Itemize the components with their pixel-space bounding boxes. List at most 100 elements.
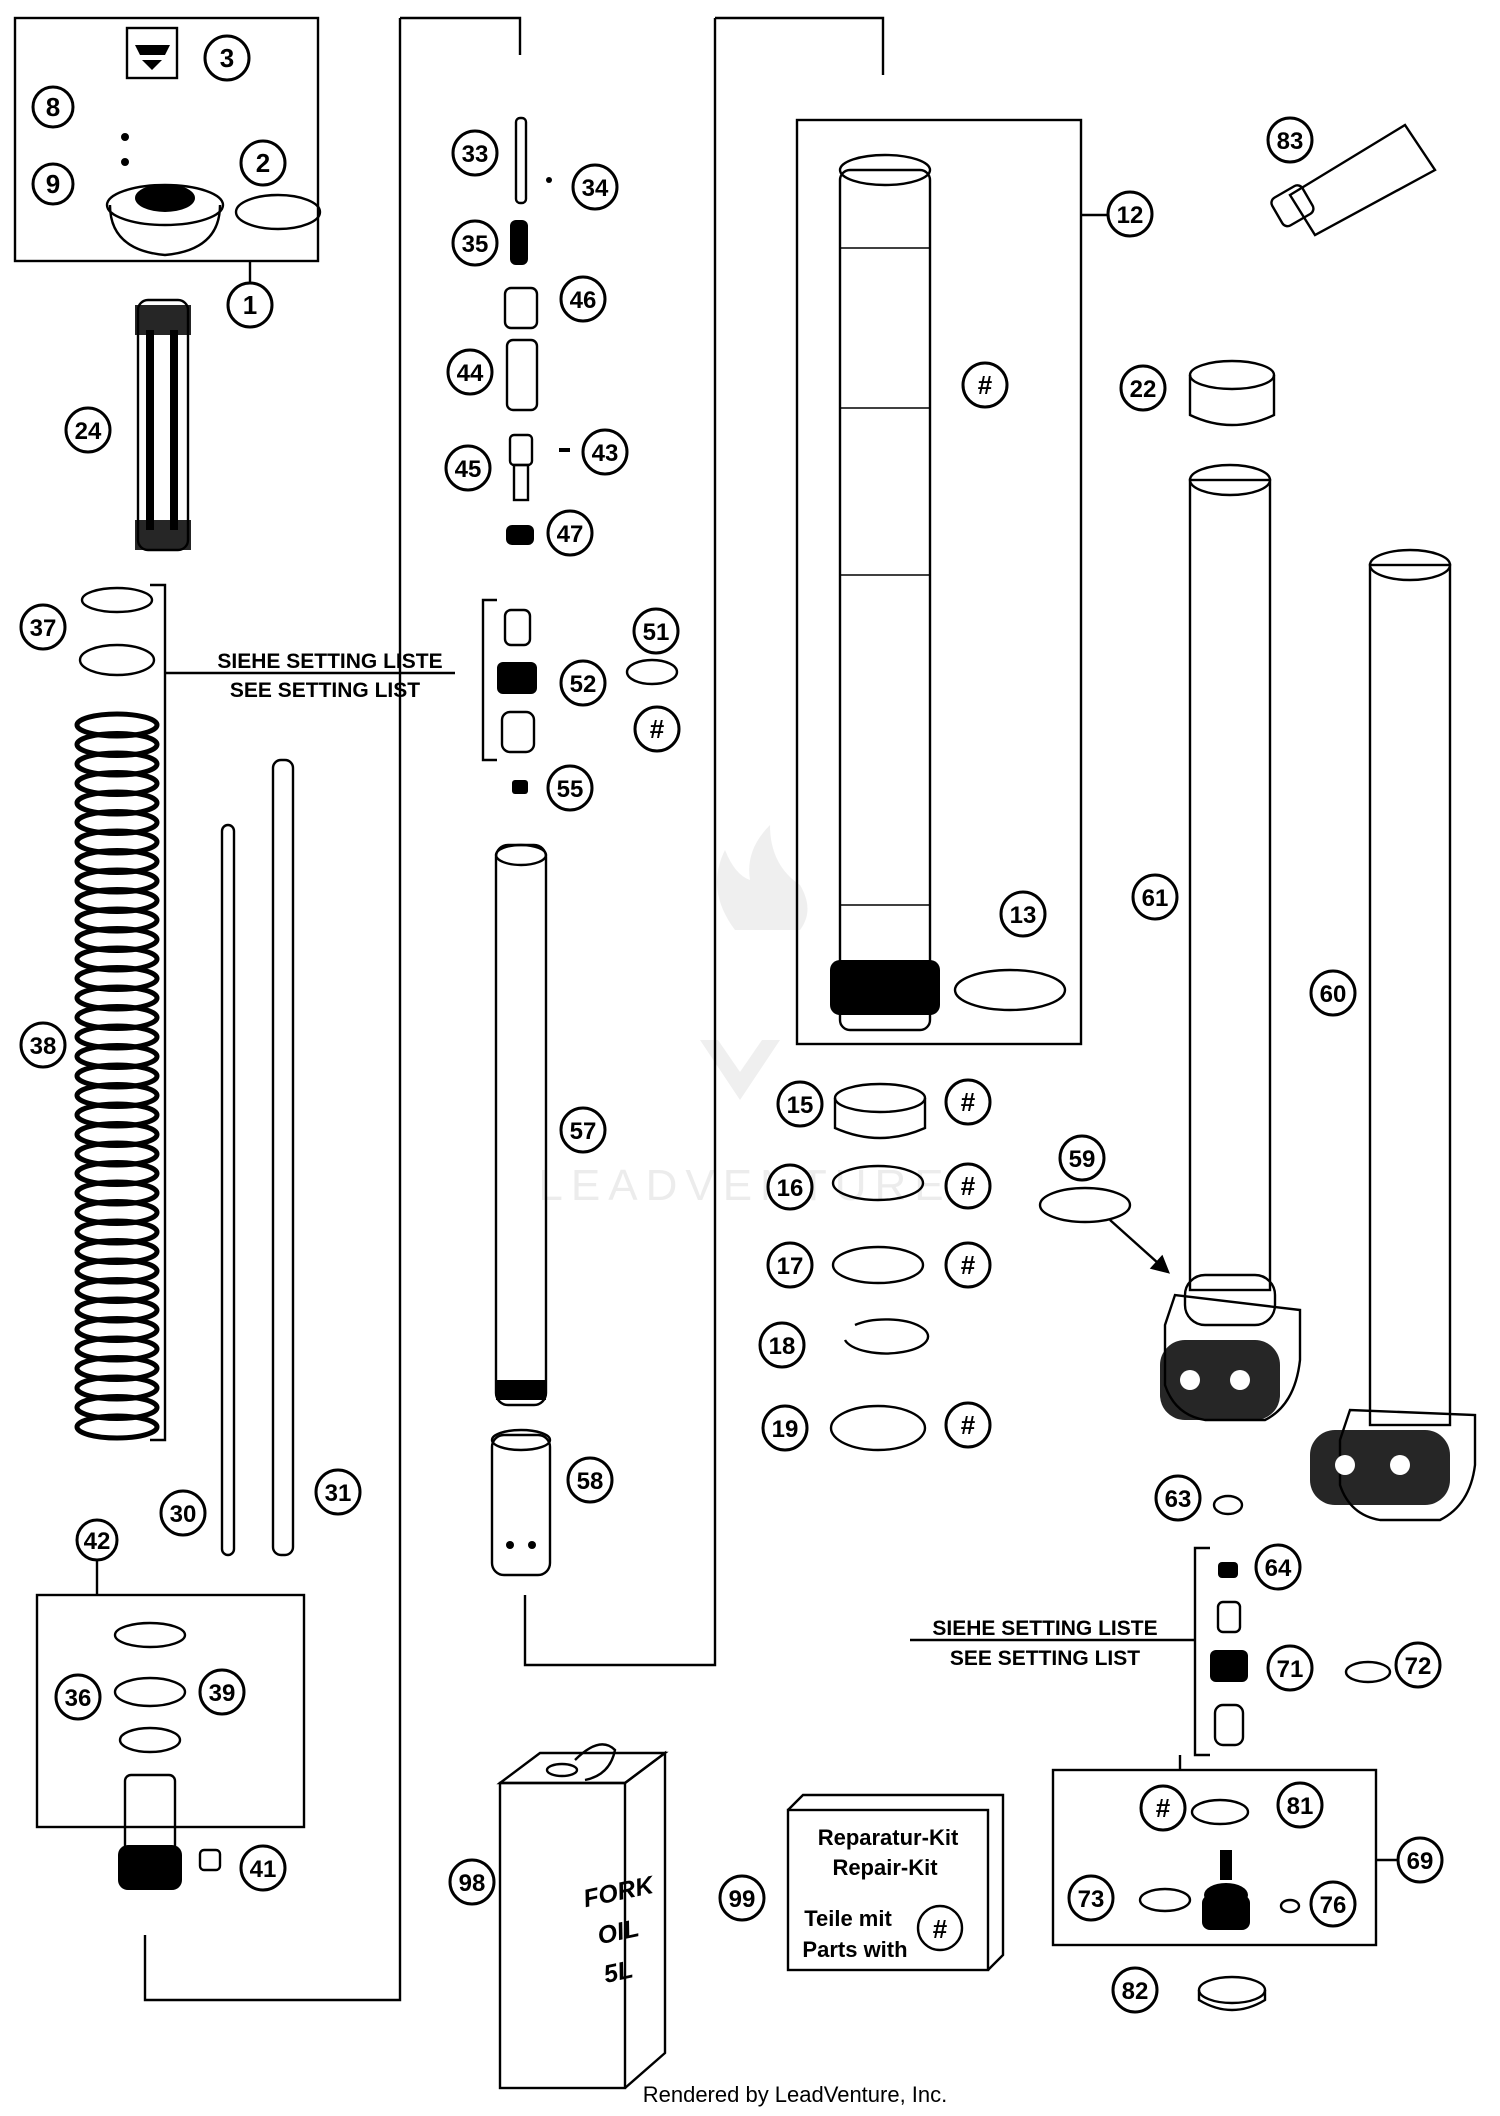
callout-label: 58 bbox=[577, 1468, 604, 1495]
callout-13: 13 bbox=[999, 890, 1047, 938]
seal-stack-parts bbox=[829, 1082, 1132, 1452]
preload-adjuster-part bbox=[135, 298, 191, 552]
callout-label: 16 bbox=[777, 1175, 804, 1202]
callout-73: 73 bbox=[1067, 1874, 1115, 1922]
callout-45: 45 bbox=[444, 444, 492, 492]
callout-71: 71 bbox=[1266, 1644, 1314, 1692]
callout-label: 34 bbox=[582, 175, 609, 202]
callout-label: 61 bbox=[1142, 885, 1169, 912]
callout-36: 36 bbox=[54, 1673, 102, 1721]
setting-note-de-lower: SIEHE SETTING LISTE bbox=[932, 1617, 1157, 1640]
callout-43: 43 bbox=[581, 428, 629, 476]
callout-label: 42 bbox=[84, 1528, 111, 1555]
callout-label: # bbox=[978, 370, 993, 400]
callout-label: 38 bbox=[30, 1033, 57, 1060]
callout-52: 52 bbox=[559, 659, 607, 707]
inner-tube-right-part bbox=[1310, 548, 1477, 1522]
callout-55: 55 bbox=[546, 764, 594, 812]
callout-83: 83 bbox=[1266, 116, 1314, 164]
callout-label: 69 bbox=[1407, 1848, 1434, 1875]
callout-59: 59 bbox=[1058, 1134, 1106, 1182]
repair-kit-marker: # bbox=[944, 1078, 992, 1126]
callout-31: 31 bbox=[314, 1468, 362, 1516]
callout-label: 39 bbox=[209, 1680, 236, 1707]
callout-39: 39 bbox=[198, 1668, 246, 1716]
callout-label: 24 bbox=[75, 418, 102, 445]
callout-label: # bbox=[961, 1171, 976, 1201]
setting-note-de-upper: SIEHE SETTING LISTE bbox=[217, 650, 442, 673]
callout-label: 82 bbox=[1122, 1978, 1149, 2005]
fork-spring-part bbox=[74, 711, 160, 1441]
callout-76: 76 bbox=[1309, 1880, 1357, 1928]
setting-note-en-lower: SEE SETTING LIST bbox=[950, 1647, 1140, 1670]
callout-label: 15 bbox=[787, 1092, 814, 1119]
callout-label: 60 bbox=[1320, 981, 1347, 1008]
base-valve-parts bbox=[113, 1621, 222, 1890]
callout-33: 33 bbox=[451, 129, 499, 177]
callout-38: 38 bbox=[19, 1021, 67, 1069]
callout-2: 2 bbox=[239, 139, 287, 187]
repair-kit-marker: # bbox=[944, 1241, 992, 1289]
repair-kit-line1: Reparatur-Kit bbox=[818, 1825, 959, 1850]
repair-kit-line4: Parts with bbox=[802, 1937, 907, 1962]
callout-label: 76 bbox=[1320, 1892, 1347, 1919]
callout-label: # bbox=[961, 1410, 976, 1440]
callout-label: 73 bbox=[1078, 1886, 1105, 1913]
callout-label: 99 bbox=[729, 1886, 756, 1913]
callout-8: 8 bbox=[31, 85, 75, 129]
callout-label: 30 bbox=[170, 1501, 197, 1528]
callout-label: 19 bbox=[772, 1416, 799, 1443]
oil-can-label-line3: 5L bbox=[601, 1955, 635, 1988]
callout-label: 55 bbox=[557, 776, 584, 803]
callout-label: 64 bbox=[1265, 1555, 1292, 1582]
callout-37: 37 bbox=[19, 603, 67, 651]
callout-label: 63 bbox=[1165, 1486, 1192, 1513]
callout-19: 19 bbox=[761, 1404, 809, 1452]
callout-42: 42 bbox=[75, 1518, 119, 1562]
outer-tube-box bbox=[795, 118, 1083, 1046]
inner-tube-left-part bbox=[1160, 463, 1302, 1422]
callout-15: 15 bbox=[776, 1080, 824, 1128]
watermark-text: LEADVENTURE bbox=[538, 1161, 951, 1210]
callout-label: 13 bbox=[1010, 902, 1037, 929]
callout-label: 83 bbox=[1277, 128, 1304, 155]
part-callouts: 3892124373630314238394133343546444543475… bbox=[19, 34, 1444, 2014]
repair-kit-marker: # bbox=[944, 1162, 992, 1210]
callout-label: 2 bbox=[256, 148, 270, 178]
grease-tube-part bbox=[1270, 123, 1437, 237]
callout-label: 59 bbox=[1069, 1146, 1096, 1173]
callout-label: 8 bbox=[46, 92, 60, 122]
repair-kit-box: Reparatur-Kit Repair-Kit Teile mit Parts… bbox=[786, 1793, 1005, 1972]
callout-label: 57 bbox=[570, 1118, 597, 1145]
callout-label: 3 bbox=[220, 43, 234, 73]
callout-label: 37 bbox=[30, 615, 57, 642]
callout-12: 12 bbox=[1106, 190, 1154, 238]
bottom-valve-parts bbox=[1138, 1494, 1392, 2012]
setting-note-en-upper: SEE SETTING LIST bbox=[230, 679, 420, 702]
callout-41: 41 bbox=[239, 1844, 287, 1892]
callout-label: 33 bbox=[462, 141, 489, 168]
callout-label: # bbox=[961, 1250, 976, 1280]
callout-label: 81 bbox=[1287, 1793, 1314, 1820]
callout-3: 3 bbox=[203, 34, 251, 82]
callout-label: 9 bbox=[46, 169, 60, 199]
callout-label: 46 bbox=[570, 287, 597, 314]
callout-64: 64 bbox=[1254, 1543, 1302, 1591]
callout-label: 47 bbox=[557, 521, 584, 548]
outer-tube-part bbox=[830, 153, 1067, 1032]
cap-assembly-box bbox=[13, 16, 320, 263]
repair-kit-marker: # bbox=[961, 361, 1009, 409]
repair-kit-line3: Teile mit bbox=[804, 1906, 892, 1931]
callout-label: 31 bbox=[325, 1480, 352, 1507]
callout-35: 35 bbox=[451, 219, 499, 267]
callout-22: 22 bbox=[1119, 364, 1167, 412]
callout-63: 63 bbox=[1154, 1474, 1202, 1522]
callout-18: 18 bbox=[758, 1321, 806, 1369]
callout-label: 18 bbox=[769, 1333, 796, 1360]
watermark: LEADVENTURE bbox=[538, 825, 951, 1210]
callout-label: # bbox=[961, 1087, 976, 1117]
oil-can-label-line2: OIL bbox=[595, 1914, 642, 1950]
callout-16: 16 bbox=[766, 1163, 814, 1211]
callout-17: 17 bbox=[766, 1241, 814, 1289]
repair-kit-marker: # bbox=[944, 1401, 992, 1449]
